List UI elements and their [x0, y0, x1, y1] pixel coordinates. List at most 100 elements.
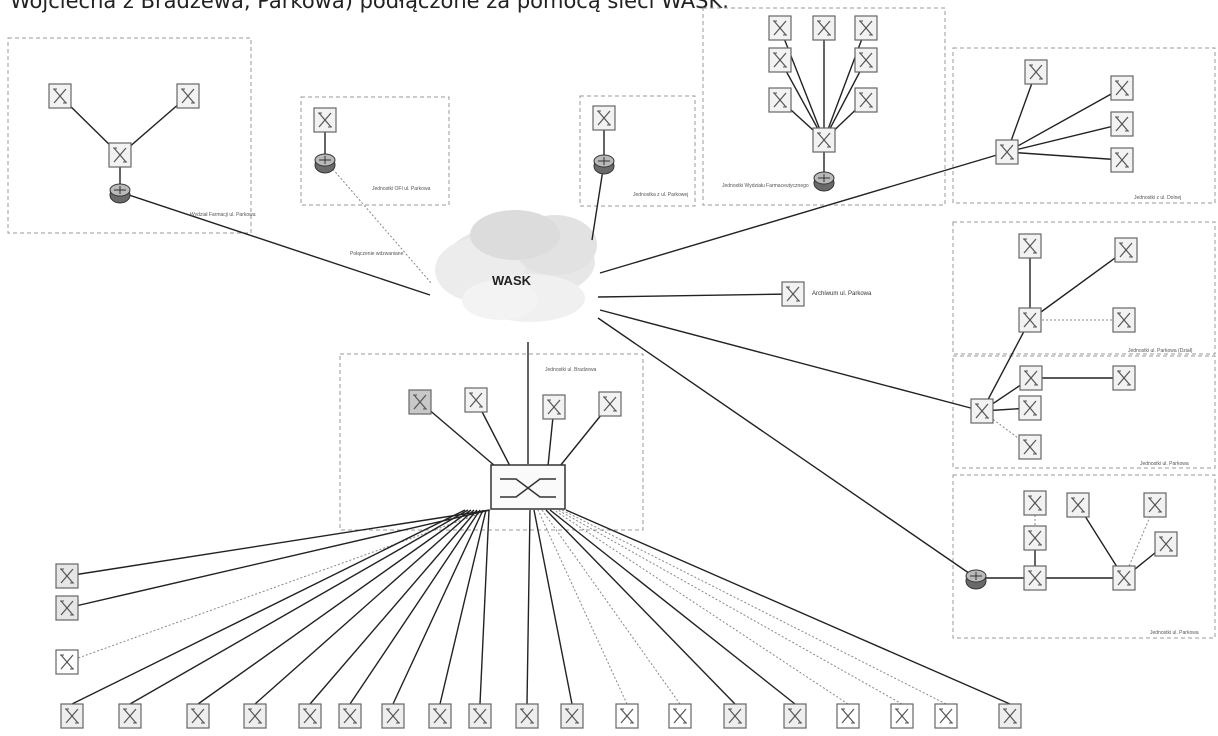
switch-icon: [1110, 75, 1134, 101]
group-frame-right-3: [952, 355, 1216, 469]
switch-icon: [995, 139, 1019, 165]
wan-link: [591, 162, 605, 241]
switch-icon: [118, 703, 142, 729]
switch-icon: [381, 703, 405, 729]
switch-icon: [768, 47, 792, 73]
switch-icon: [1018, 233, 1042, 259]
wan-link: [599, 309, 983, 412]
switch-icon: [1023, 490, 1047, 516]
network-link: [981, 319, 1031, 412]
switch-icon: [1114, 237, 1138, 263]
switch-icon: [812, 127, 836, 153]
network-link: [549, 509, 796, 705]
network-link: [1029, 249, 1127, 321]
network-link: [779, 59, 825, 141]
network-link: [541, 509, 681, 705]
label-middle-group: Jednostka z ul. Parkowej: [633, 192, 688, 198]
network-link: [71, 509, 466, 705]
network-link: [1006, 87, 1123, 153]
switch-icon: [55, 563, 79, 589]
network-link: [197, 509, 472, 705]
network-link: [479, 509, 490, 705]
router-icon: [593, 154, 615, 175]
switch-icon: [468, 703, 492, 729]
switch-icon: [55, 595, 79, 621]
switch-icon: [542, 394, 566, 420]
network-link: [1006, 151, 1123, 161]
switch-icon: [408, 389, 432, 415]
switch-icon: [338, 703, 362, 729]
wan-link: [597, 317, 977, 579]
switch-icon: [1018, 395, 1042, 421]
group-frame-right-4: [952, 474, 1216, 639]
switch-icon: [1066, 492, 1090, 518]
switch-icon: [560, 703, 584, 729]
wask-cloud: WASK: [435, 210, 597, 322]
network-link: [779, 27, 825, 141]
dialup-link: [324, 159, 433, 285]
switch-icon: [176, 83, 200, 109]
network-link: [1006, 123, 1123, 153]
switch-icon: [768, 87, 792, 113]
switch-icon: [186, 703, 210, 729]
switch-icon: [854, 15, 878, 41]
network-link: [1006, 71, 1037, 153]
label-top-right-group: Jednostki z ul. Dolnej: [1134, 195, 1181, 201]
network-link: [66, 509, 491, 609]
group-frame-top-cluster: [702, 7, 946, 206]
core-switch-icon: [490, 464, 566, 510]
switch-icon: [1019, 365, 1043, 391]
switch-icon: [1143, 492, 1167, 518]
switch-icon: [890, 703, 914, 729]
wask-label: WASK: [492, 273, 532, 288]
label-right-group-2: Jednostki ul. Parkowa (Dział): [1128, 348, 1193, 354]
switch-icon: [1112, 365, 1136, 391]
switch-icon: [1110, 111, 1134, 137]
switch-icon: [1112, 565, 1136, 591]
switch-icon: [781, 281, 805, 307]
label-central-group: Jednostki ul. Bradzewa: [545, 367, 597, 373]
switch-icon: [668, 703, 692, 729]
switch-icon: [598, 391, 622, 417]
wan-link: [119, 191, 431, 296]
switch-icon: [428, 703, 452, 729]
label-router-small: Jednostki OFI ul. Parkowa: [372, 186, 431, 192]
label-top-left-group: Wydział Farmacji ul. Parkowa: [190, 212, 256, 218]
label-right-group-3: Jednostki ul. Parkowa: [1140, 461, 1189, 467]
network-link: [129, 509, 469, 705]
network-link: [565, 509, 1011, 705]
group-frame-central: [339, 353, 644, 531]
switch-icon: [783, 703, 807, 729]
switch-icon: [60, 703, 84, 729]
switch-icon: [1024, 59, 1048, 85]
switch-icon: [298, 703, 322, 729]
router-icon: [314, 153, 336, 174]
label-dashed-link: Połączenie wdzwaniane: [350, 251, 404, 257]
switch-icon: [934, 703, 958, 729]
network-link: [533, 509, 573, 705]
switch-icon: [1023, 565, 1047, 591]
switch-icon: [854, 47, 878, 73]
network-link: [545, 509, 736, 705]
network-link: [349, 509, 481, 705]
network-link: [537, 509, 628, 705]
switch-icon: [768, 15, 792, 41]
switch-icon: [108, 142, 132, 168]
switch-icon: [313, 107, 337, 133]
group-frame-right-2: [952, 221, 1216, 355]
wan-link: [599, 151, 1008, 274]
router-icon: [109, 183, 131, 204]
label-top-cluster: Jednostki Wydziału Farmaceutycznego: [722, 183, 809, 189]
network-link: [557, 509, 903, 705]
network-link: [553, 509, 849, 705]
switch-icon: [592, 105, 616, 131]
network-link: [823, 27, 867, 141]
router-icon: [965, 569, 987, 590]
network-link: [66, 509, 491, 663]
switch-icon: [854, 87, 878, 113]
network-link: [392, 509, 484, 705]
switch-icon: [970, 398, 994, 424]
switch-icon: [615, 703, 639, 729]
switch-icon: [1154, 531, 1178, 557]
